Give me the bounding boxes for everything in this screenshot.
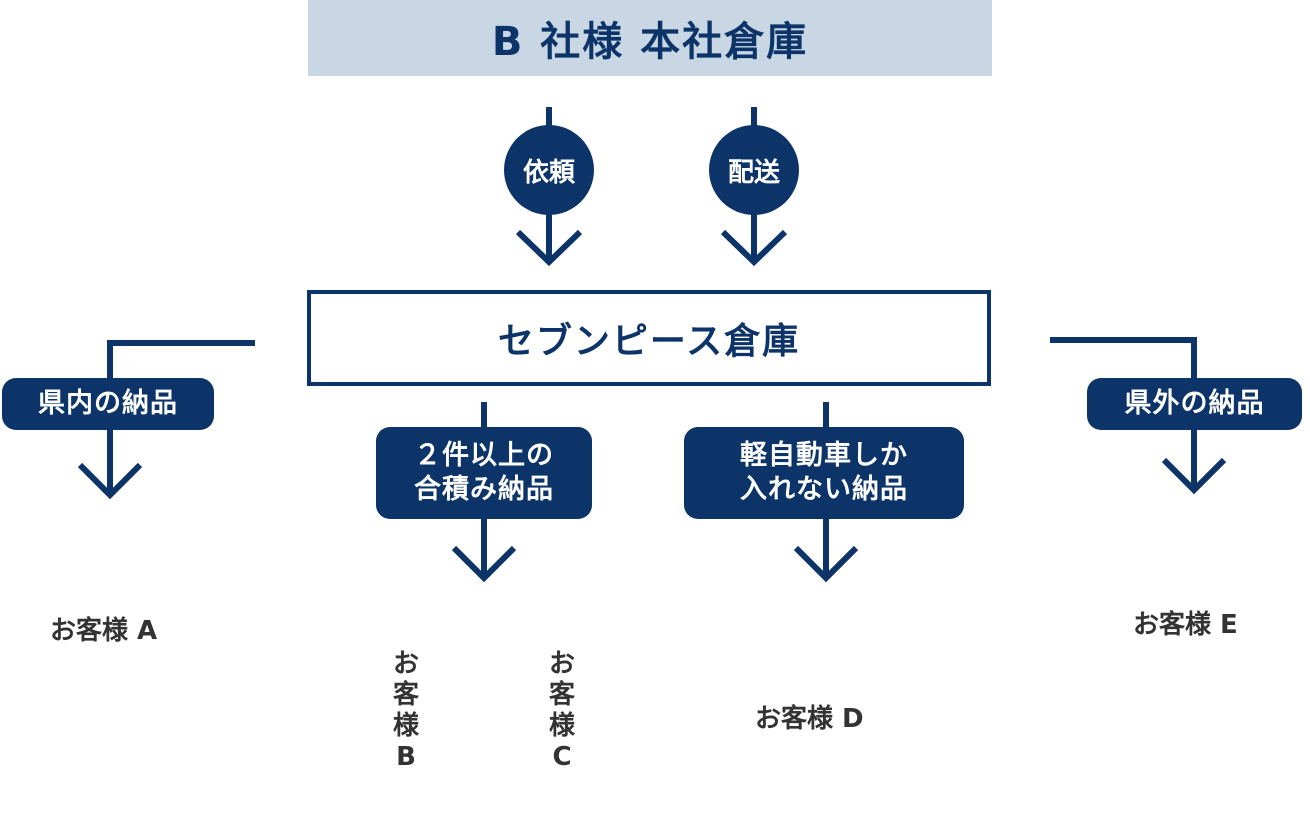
delivery-arrow-head-icon [720, 229, 788, 267]
combined-line2: 合積み納品 [414, 474, 554, 505]
combined-arrow-head-icon [451, 545, 517, 583]
kei-line1: 軽自動車しか [740, 440, 908, 472]
combined-delivery-label: ２件以上の 合積み納品 [376, 427, 592, 519]
in-pref-arrow-head-icon [77, 462, 143, 500]
in-pref-connector [107, 340, 255, 495]
customer-a: お客様 A [50, 616, 158, 646]
request-arrow-head-icon [515, 229, 583, 267]
kei-car-delivery-label: 軽自動車しか 入れない納品 [684, 427, 964, 519]
out-pref-arrow-head-icon [1161, 457, 1227, 495]
head-office-warehouse: B 社様 本社倉庫 [308, 0, 992, 76]
in-pref-delivery-label: 県内の納品 [2, 378, 214, 430]
customer-c: お客様C [548, 649, 575, 772]
customer-d: お客様 D [755, 704, 864, 734]
sevenpiece-warehouse: セブンピース倉庫 [307, 290, 991, 386]
request-badge: 依頼 [504, 125, 594, 215]
kei-arrow-head-icon [793, 545, 859, 583]
customer-e: お客様 E [1133, 610, 1238, 640]
kei-line2: 入れない納品 [740, 474, 908, 505]
out-pref-connector [1050, 337, 1197, 490]
customer-b: お客様B [392, 649, 419, 772]
out-pref-delivery-label: 県外の納品 [1087, 378, 1302, 430]
combined-line1: ２件以上の [414, 440, 554, 472]
delivery-badge: 配送 [709, 125, 799, 215]
